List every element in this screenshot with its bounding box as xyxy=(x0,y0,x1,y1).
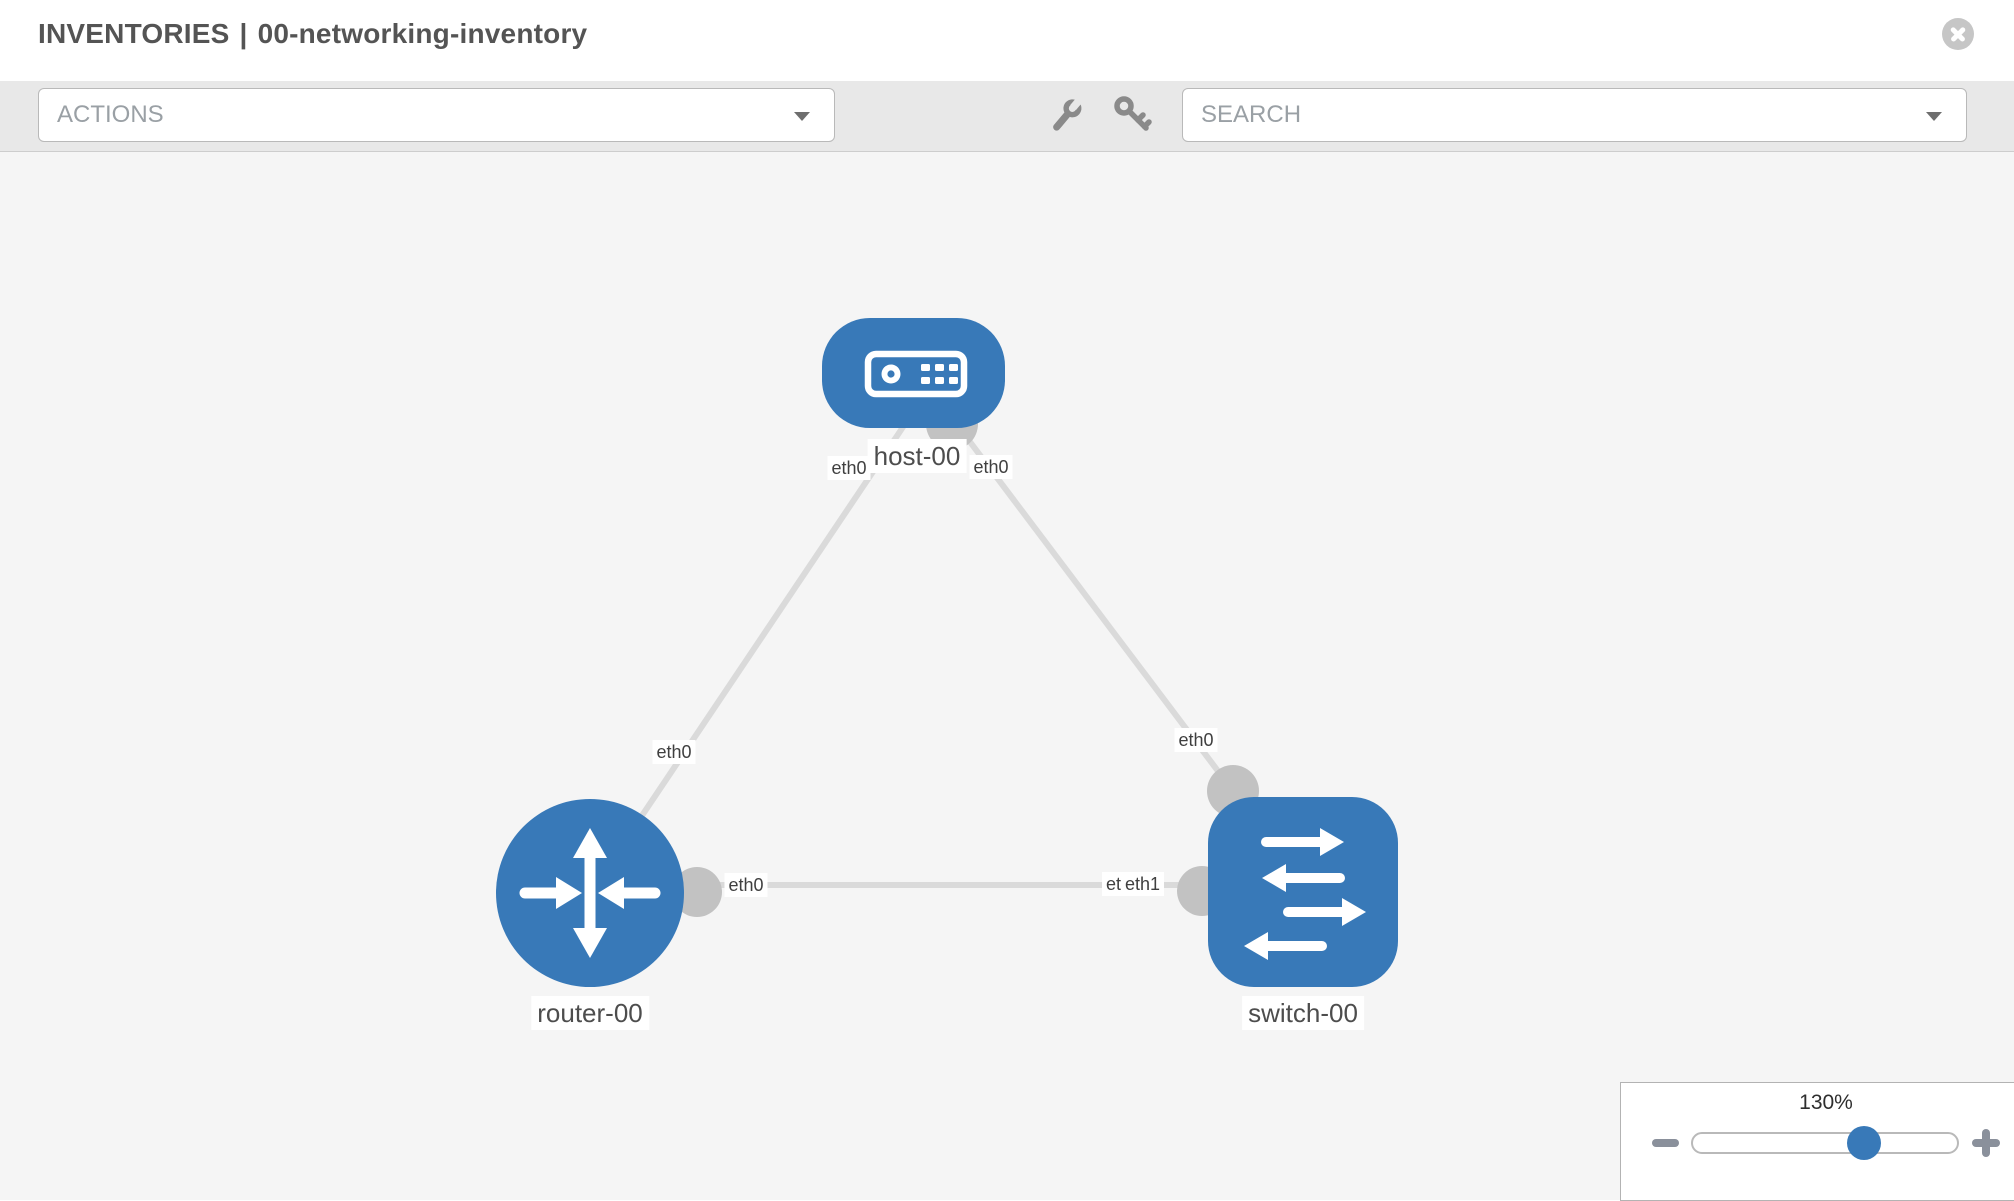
node-label-switch: switch-00 xyxy=(1242,996,1364,1030)
zoom-slider-thumb[interactable] xyxy=(1847,1126,1881,1160)
port-label: eth0 xyxy=(724,873,768,897)
router-icon xyxy=(519,828,661,958)
wrench-icon xyxy=(1053,98,1082,131)
port-label: eth0 xyxy=(652,740,696,764)
page-title-separator: | xyxy=(239,18,248,49)
chevron-down-icon xyxy=(794,112,810,121)
close-button[interactable] xyxy=(1942,18,1974,50)
zoom-out-button[interactable] xyxy=(1652,1139,1679,1147)
search-dropdown[interactable]: SEARCH xyxy=(1182,88,1967,142)
zoom-control-panel: 130% xyxy=(1620,1082,2014,1201)
actions-dropdown-label: ACTIONS xyxy=(57,101,164,128)
interface-connector[interactable] xyxy=(672,867,722,917)
key-icon xyxy=(1114,96,1152,131)
key-button[interactable] xyxy=(1110,93,1156,139)
link-router-host[interactable] xyxy=(587,422,908,895)
port-label: eth0 xyxy=(969,455,1013,479)
wrench-button[interactable] xyxy=(1043,93,1089,139)
header: INVENTORIES | 00-networking-inventory xyxy=(0,0,2014,81)
plus-icon xyxy=(1982,1129,1990,1157)
node-switch-00[interactable] xyxy=(1208,797,1398,987)
toolbar: ACTIONS SEARCH xyxy=(0,81,2014,152)
port-label: eth0 xyxy=(827,456,871,480)
node-host-00[interactable] xyxy=(822,318,1005,428)
port-label: eth1 xyxy=(1121,872,1165,896)
chevron-down-icon xyxy=(1926,112,1942,121)
zoom-percentage: 130% xyxy=(1799,1091,1853,1114)
page-title: INVENTORIES | 00-networking-inventory xyxy=(38,18,587,50)
zoom-slider-track[interactable] xyxy=(1691,1132,1959,1154)
zoom-in-button[interactable] xyxy=(1972,1129,2000,1157)
node-router-00[interactable] xyxy=(496,799,684,987)
page-title-section: INVENTORIES xyxy=(38,18,230,49)
inventory-name: 00-networking-inventory xyxy=(257,18,588,49)
switch-icon xyxy=(1244,828,1366,960)
node-label-host: host-00 xyxy=(867,439,967,473)
node-label-router: router-00 xyxy=(531,996,649,1030)
host-icon xyxy=(864,350,968,398)
search-placeholder: SEARCH xyxy=(1201,101,1302,128)
topology-canvas[interactable]: eth0 eth0 eth0 eth0 eth0 eth0 eth1 host-… xyxy=(0,152,2014,1201)
links xyxy=(587,420,1236,895)
port-label: eth0 xyxy=(1174,728,1218,752)
actions-dropdown[interactable]: ACTIONS xyxy=(38,88,835,142)
